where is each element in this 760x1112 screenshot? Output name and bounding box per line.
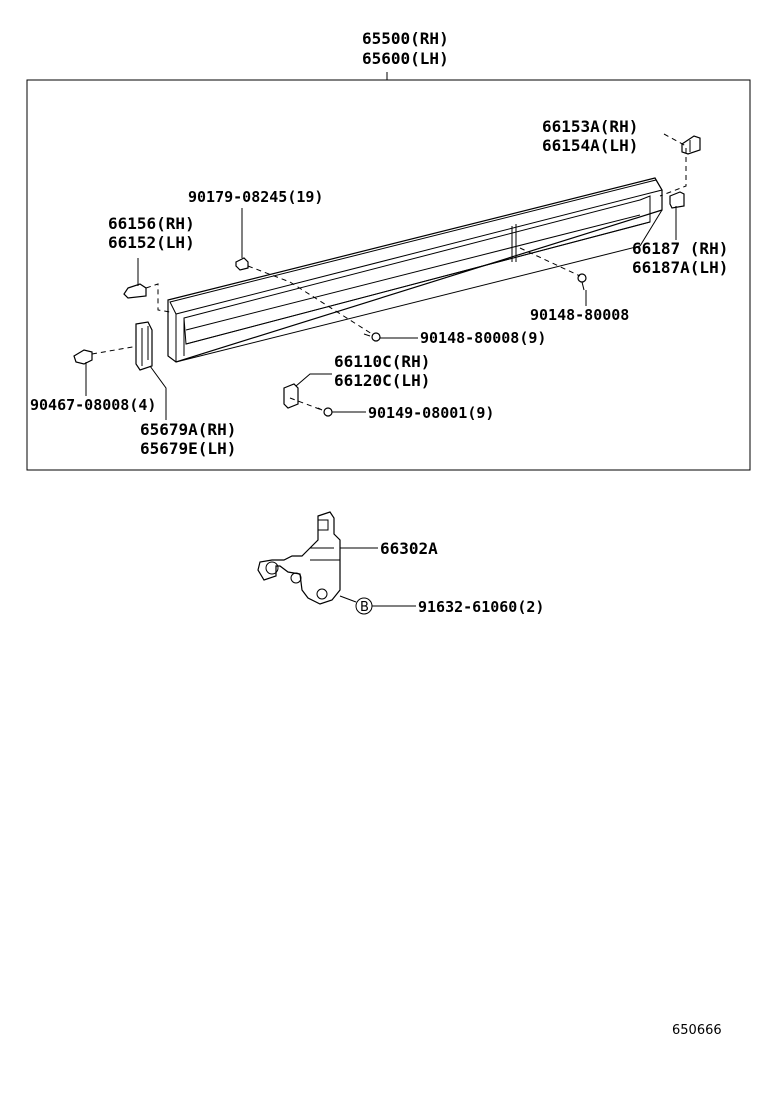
label-bracket-mid-lh: 66120C(LH) bbox=[334, 371, 430, 390]
screw-c-part bbox=[363, 332, 381, 342]
bolt-marker-letter: B bbox=[360, 600, 369, 615]
dash-screw-b bbox=[519, 247, 581, 277]
label-main-rh: 65500(RH) bbox=[362, 29, 449, 48]
leader-bracket-mid bbox=[295, 373, 332, 387]
leader-hinge bbox=[149, 365, 167, 420]
label-screw-d: 90149-08001(9) bbox=[368, 404, 494, 422]
screw-d-part bbox=[317, 407, 333, 417]
dash-bracket-mid bbox=[289, 397, 323, 411]
label-bracket-left-rh: 66156(RH) bbox=[108, 214, 195, 233]
label-screw-a: 90179-08245(19) bbox=[188, 188, 323, 206]
dash-clip bbox=[91, 345, 139, 355]
label-bracket-top-rh: 66153A(RH) bbox=[542, 117, 638, 136]
dash-screw-a bbox=[247, 265, 291, 283]
label-main-lh: 65600(LH) bbox=[362, 49, 449, 68]
assembly-frame bbox=[26, 79, 751, 471]
bracket-top-right-part bbox=[681, 135, 701, 155]
label-bracket-right-rh: 66187 (RH) bbox=[632, 239, 728, 258]
label-hinge-rh: 65679A(RH) bbox=[140, 420, 236, 439]
label-bracket-top-lh: 66154A(LH) bbox=[542, 136, 638, 155]
bracket-mid-part bbox=[283, 383, 299, 409]
screw-b-part bbox=[577, 273, 587, 291]
side-rail-part bbox=[167, 177, 663, 363]
bracket-right-part bbox=[669, 191, 685, 209]
label-clip: 90467-08008(4) bbox=[30, 396, 156, 414]
hinge-part bbox=[135, 321, 153, 371]
lock-part bbox=[257, 511, 341, 605]
label-lock: 66302A bbox=[380, 539, 438, 558]
screw-a-part bbox=[235, 257, 249, 271]
leader-bracket-top bbox=[659, 133, 687, 197]
label-screw-c: 90148-80008(9) bbox=[420, 329, 546, 347]
bracket-left-part bbox=[123, 258, 147, 299]
clip-part bbox=[73, 349, 93, 365]
dash-screw-c bbox=[289, 281, 373, 335]
dash-bracket-left bbox=[145, 283, 171, 313]
diagram-code: 650666 bbox=[672, 1023, 722, 1038]
label-bracket-mid-rh: 66110C(RH) bbox=[334, 352, 430, 371]
label-screw-b: 90148-80008 bbox=[530, 306, 629, 324]
label-bracket-left-lh: 66152(LH) bbox=[108, 233, 195, 252]
label-bracket-right-lh: 66187A(LH) bbox=[632, 258, 728, 277]
label-hinge-lh: 65679E(LH) bbox=[140, 439, 236, 458]
label-bolt: 91632-61060(2) bbox=[418, 598, 544, 616]
leader-bolt-marker bbox=[339, 595, 357, 603]
